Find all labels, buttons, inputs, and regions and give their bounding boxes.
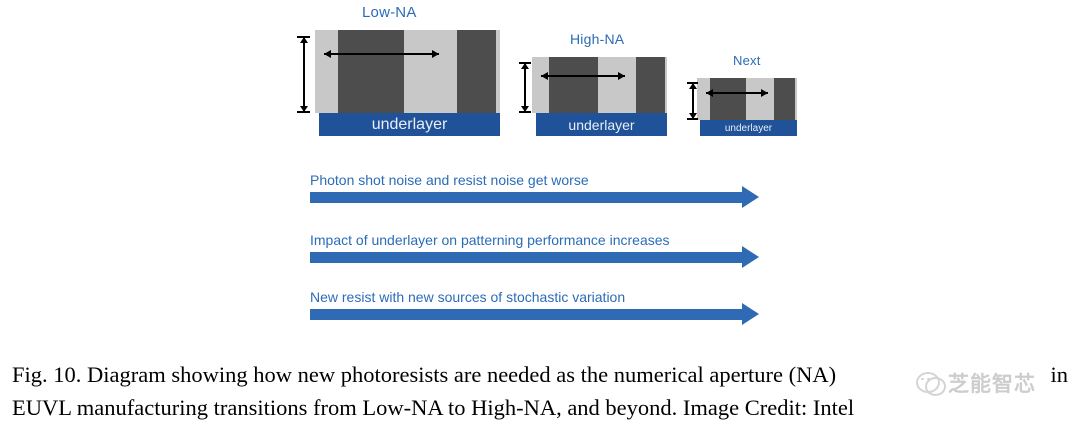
- trend-row-photon-shot-noise: Photon shot noise and resist noise get w…: [310, 172, 759, 212]
- trend-arrow-underlayer-impact: [310, 246, 759, 268]
- pitch-measure-next: [706, 88, 768, 97]
- stack-title-next: Next: [733, 53, 761, 68]
- arrowhead-right-icon: [742, 186, 759, 208]
- arrowhead-up-icon: [299, 37, 308, 43]
- arrowhead-right-icon: [742, 303, 759, 325]
- arrowhead-left-icon: [541, 72, 548, 80]
- arrowhead-up-icon: [688, 83, 697, 89]
- trend-label-underlayer-impact: Impact of underlayer on patterning perfo…: [310, 232, 670, 248]
- measure-shaft: [524, 62, 526, 113]
- arrowhead-up-icon: [521, 63, 529, 69]
- trend-row-new-resist-stochastics: New resist with new sources of stochasti…: [310, 289, 759, 329]
- trend-label-new-resist-stochastics: New resist with new sources of stochasti…: [310, 289, 626, 305]
- stack-title-low-na: Low-NA: [362, 4, 417, 21]
- trend-arrow-new-resist-stochastics: [310, 303, 759, 325]
- arrow-shaft: [310, 252, 742, 263]
- arrowhead-down-icon: [299, 106, 308, 112]
- arrowhead-right-icon: [742, 246, 759, 268]
- arrowhead-down-icon: [688, 113, 697, 119]
- stack-title-high-na: High-NA: [570, 31, 625, 47]
- arrowhead-right-icon: [432, 49, 439, 58]
- arrowhead-left-icon: [324, 49, 331, 58]
- resist-feature-next-2: [774, 78, 795, 120]
- trend-row-underlayer-impact: Impact of underlayer on patterning perfo…: [310, 232, 759, 272]
- measure-shaft: [706, 91, 768, 94]
- pitch-measure-high-na: [541, 71, 625, 81]
- underlayer-bar-next: underlayer: [700, 120, 797, 136]
- trend-arrow-photon-shot-noise: [310, 186, 759, 208]
- measure-shaft: [302, 36, 305, 113]
- resist-feature-high-na-2: [636, 57, 665, 113]
- arrowhead-down-icon: [521, 106, 529, 112]
- resist-feature-high-na-1: [549, 57, 598, 113]
- arrowhead-right-icon: [761, 88, 768, 97]
- trend-label-photon-shot-noise: Photon shot noise and resist noise get w…: [310, 172, 589, 188]
- measure-shaft: [541, 75, 625, 77]
- arrow-shaft: [310, 309, 742, 320]
- resist-feature-next-1: [710, 78, 746, 120]
- resist-stack-low-na: [315, 30, 500, 113]
- arrow-shaft: [310, 192, 742, 203]
- measure-shaft: [324, 52, 439, 55]
- underlayer-bar-high-na: underlayer: [536, 113, 667, 136]
- caption-line-2: EUVL manufacturing transitions from Low-…: [12, 395, 855, 420]
- figure-caption: Fig. 10. Diagram showing how new photore…: [12, 358, 1068, 424]
- thickness-measure-next: [687, 82, 698, 120]
- thickness-measure-low-na: [297, 36, 310, 113]
- resist-stack-next: [697, 78, 797, 120]
- underlayer-bar-low-na: underlayer: [319, 113, 500, 136]
- measure-shaft: [691, 82, 694, 120]
- thickness-measure-high-na: [519, 62, 531, 113]
- arrowhead-left-icon: [706, 88, 713, 97]
- resist-feature-low-na-2: [457, 30, 496, 113]
- resist-feature-low-na-1: [338, 30, 404, 113]
- resist-stack-high-na: [532, 57, 667, 113]
- pitch-measure-low-na: [324, 48, 439, 59]
- arrowhead-right-icon: [618, 72, 625, 80]
- caption-line-1-main: Fig. 10. Diagram showing how new photore…: [12, 362, 837, 387]
- caption-line-1: Fig. 10. Diagram showing how new photore…: [12, 358, 1068, 391]
- caption-line-1-tail: in: [1050, 362, 1068, 387]
